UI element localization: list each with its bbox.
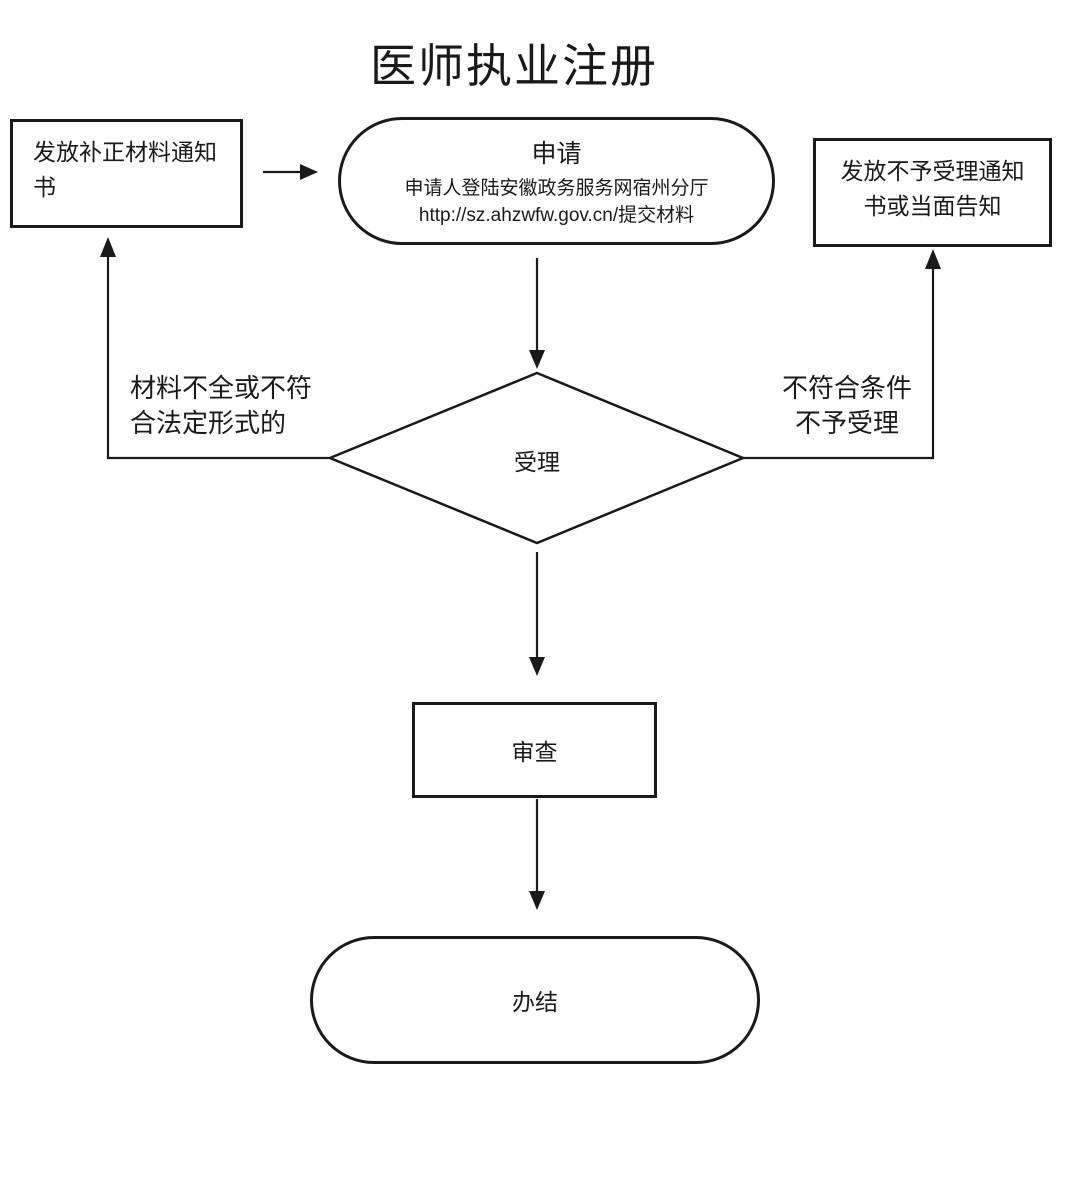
node-apply: 申请 申请人登陆安徽政务服务网宿州分厅 http://sz.ahzwfw.gov…	[338, 117, 775, 245]
node-issue-rejection-notice: 发放不予受理通知 书或当面告知	[813, 138, 1052, 247]
node-complete: 办结	[310, 936, 760, 1064]
edge-label-supplement-condition: 材料不全或不符 合法定形式的	[130, 373, 313, 438]
node-issue-supplement-notice: 发放补正材料通知 书	[10, 119, 243, 228]
arrow-accept-to-supplement-line	[106, 257, 330, 460]
node-issue-rejection-notice-label: 发放不予受理通知 书或当面告知	[840, 158, 1025, 219]
node-apply-subtext: 申请人登陆安徽政务服务网宿州分厅	[404, 177, 709, 199]
arrowhead-down-icon	[529, 891, 545, 910]
node-apply-url: http://sz.ahzwfw.gov.cn/提交材料	[418, 204, 695, 226]
accept-diamond-shape	[326, 371, 747, 545]
arrowhead-up-icon	[925, 249, 941, 269]
node-accept-label: 受理	[514, 449, 560, 475]
arrowhead-up-icon	[100, 237, 116, 257]
node-review-label: 审查	[511, 739, 558, 765]
arrowhead-right-icon	[300, 164, 318, 180]
node-complete-label: 办结	[512, 989, 558, 1015]
page-title: 医师执业注册	[370, 40, 658, 92]
node-review: 审查	[412, 702, 657, 798]
arrowhead-down-icon	[529, 657, 545, 676]
arrow-accept-to-reject-line	[743, 269, 935, 460]
node-apply-title: 申请	[531, 139, 582, 168]
arrowhead-down-icon	[529, 350, 545, 369]
node-issue-supplement-notice-label: 发放补正材料通知 书	[33, 139, 217, 200]
edge-label-reject-condition: 不符合条件 不予受理	[781, 373, 912, 438]
